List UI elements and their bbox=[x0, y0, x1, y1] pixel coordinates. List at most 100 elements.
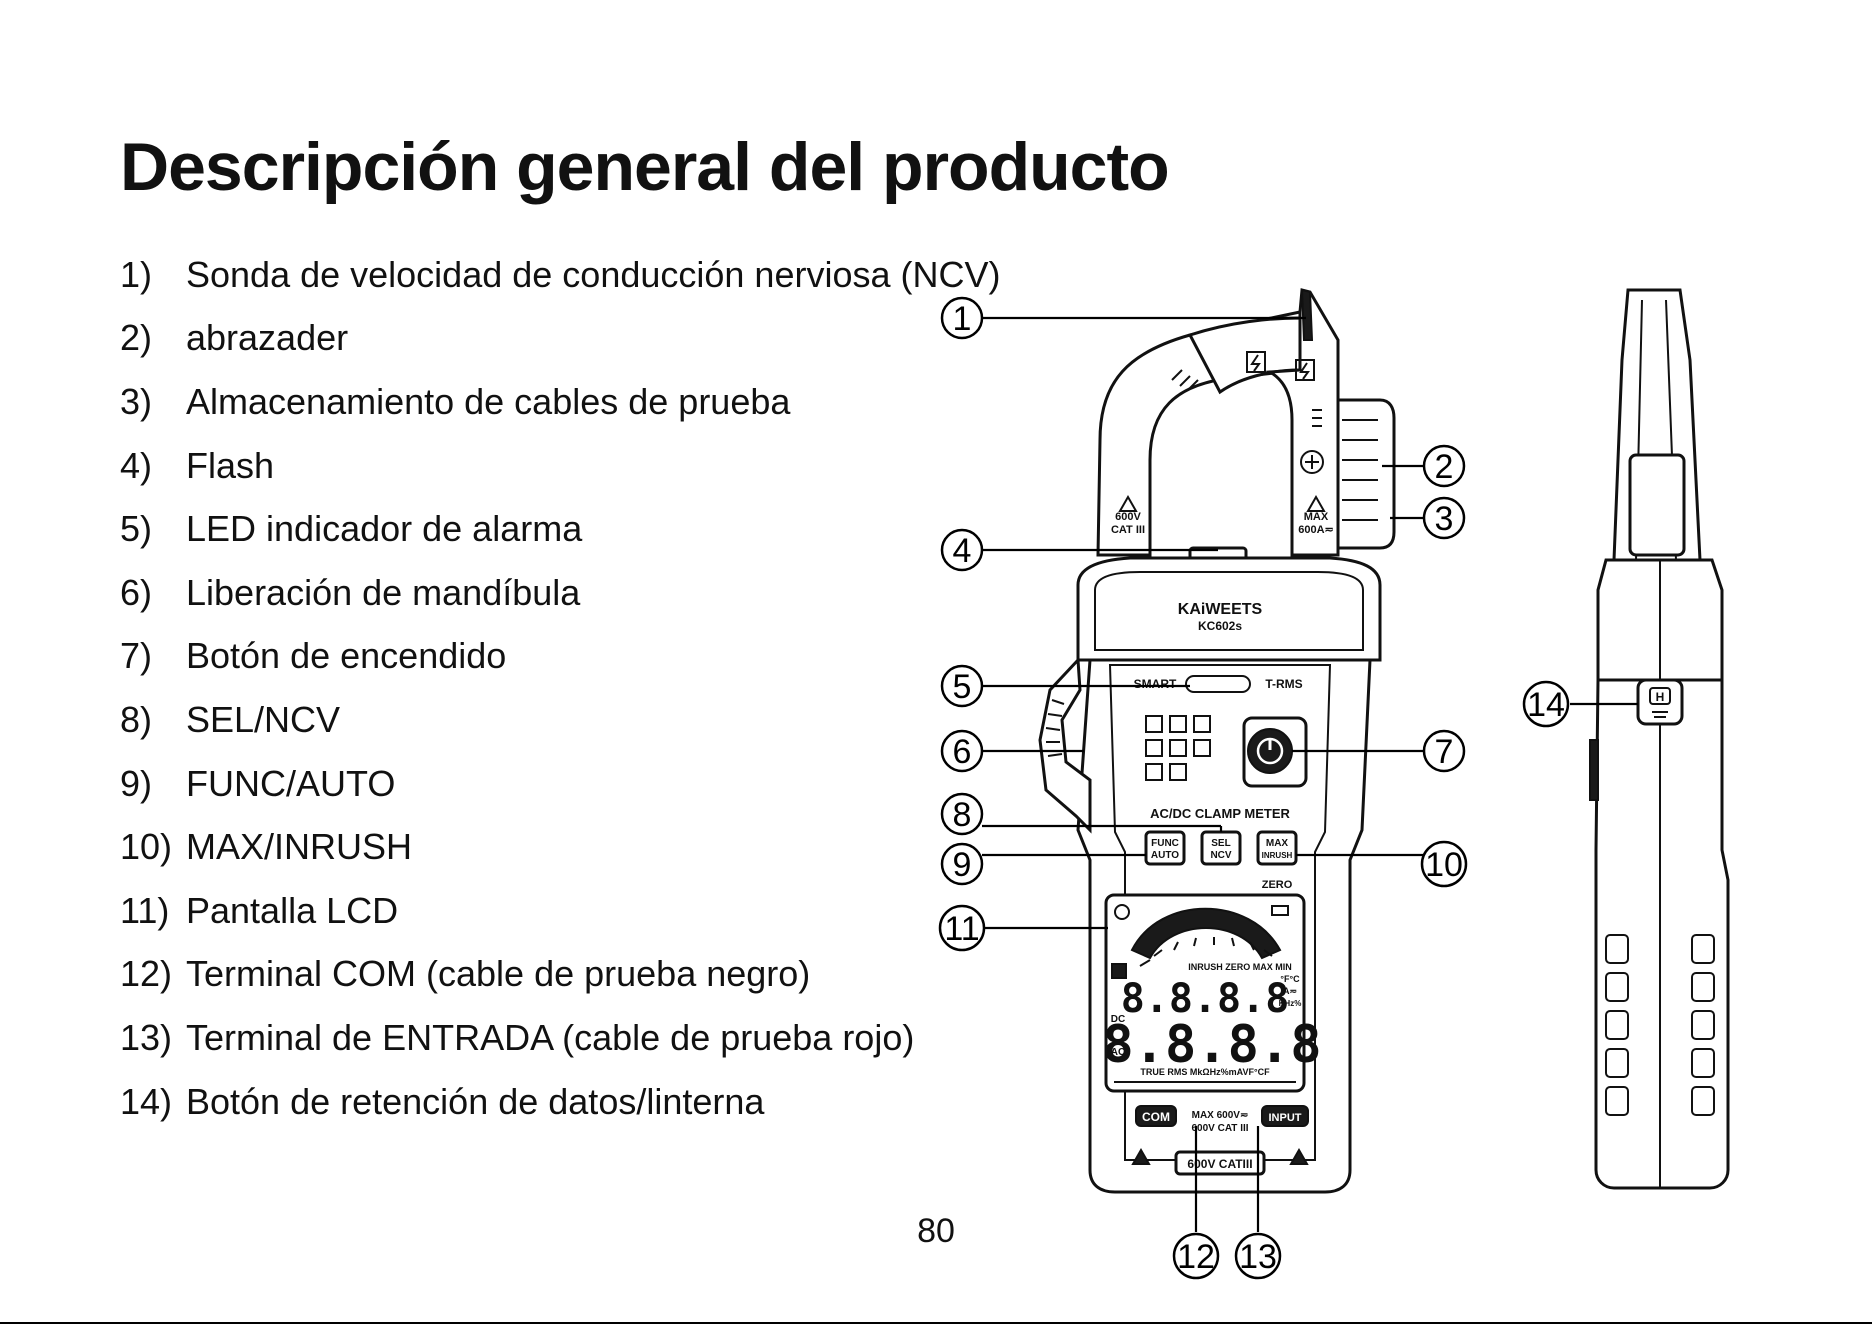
callout-10: 10 bbox=[1420, 840, 1468, 888]
callout-14: 14 bbox=[1522, 680, 1570, 728]
item-number: 10) bbox=[120, 826, 173, 868]
lcd-display: INRUSH ZERO MAX MIN 8.8.8.8 °F°C A≂ KHz%… bbox=[1102, 893, 1322, 1093]
clamp-meter-side: H bbox=[1589, 288, 1730, 1190]
lcd-secondary-digits: 8.8.8.8 bbox=[1102, 1015, 1321, 1075]
jaw-ridges bbox=[1171, 369, 1199, 391]
zero-label: ZERO bbox=[1262, 879, 1293, 891]
callout-7: 7 bbox=[1422, 729, 1466, 773]
item-label: Terminal de ENTRADA (cable de prueba roj… bbox=[186, 1016, 915, 1058]
callout-number: 1 bbox=[953, 300, 972, 338]
item-number: 11) bbox=[120, 889, 170, 931]
callout-number: 14 bbox=[1527, 686, 1565, 724]
item-label: Almacenamiento de cables de prueba bbox=[186, 380, 791, 422]
max-inrush-button[interactable]: MAX INRUSH bbox=[1256, 830, 1298, 866]
warning-icon bbox=[1131, 1147, 1151, 1165]
leader-lines bbox=[982, 316, 1638, 1232]
callout-number: 12 bbox=[1177, 1238, 1215, 1276]
inrush-label: INRUSH bbox=[1262, 851, 1293, 860]
callout-number: 9 bbox=[953, 846, 972, 884]
item-number: 3) bbox=[120, 380, 153, 422]
callout-number: 7 bbox=[1435, 733, 1454, 771]
callout-number: 3 bbox=[1435, 500, 1454, 538]
callout-number: 11 bbox=[944, 910, 979, 948]
item-number: 13) bbox=[120, 1016, 173, 1058]
callout-9: 9 bbox=[940, 842, 984, 886]
clamp-screw-icon bbox=[1300, 450, 1324, 474]
item-label: Botón de retención de datos/linterna bbox=[186, 1080, 765, 1122]
item-number: 5) bbox=[120, 508, 153, 550]
trms-label: T-RMS bbox=[1265, 677, 1302, 691]
base-rating: 600V CATIII bbox=[1187, 1157, 1252, 1171]
trigger-ridges bbox=[1045, 699, 1065, 757]
lcd-ac-flag: AC bbox=[1111, 1047, 1125, 1058]
battery-icon bbox=[1271, 905, 1289, 916]
brand-logo: KAiWEETS bbox=[1178, 601, 1263, 618]
side-trigger-edge bbox=[1589, 739, 1599, 801]
jaw-rating-left-cat: CAT III bbox=[1111, 524, 1145, 536]
callout-12: 12 bbox=[1172, 1232, 1220, 1280]
callout-number: 6 bbox=[953, 733, 972, 771]
lcd-function-arc bbox=[1130, 907, 1282, 960]
hold-flashlight-button[interactable]: H bbox=[1636, 678, 1684, 726]
auto-label: AUTO bbox=[1151, 850, 1179, 861]
callout-2: 2 bbox=[1422, 444, 1466, 488]
auto-power-off-icon bbox=[1114, 904, 1130, 920]
item-label: Liberación de mandíbula bbox=[186, 571, 581, 613]
lightning-icon bbox=[1246, 351, 1266, 373]
bottom-rule bbox=[0, 1322, 1872, 1324]
callout-1: 1 bbox=[940, 296, 984, 340]
callout-number: 5 bbox=[953, 668, 972, 706]
lightning-icon bbox=[1250, 354, 1261, 372]
meter-panel bbox=[1108, 664, 1332, 1161]
item-number: 8) bbox=[120, 698, 153, 740]
lcd-dc-flag: DC bbox=[1111, 1014, 1125, 1025]
callout-number: 13 bbox=[1239, 1238, 1277, 1276]
item-label: Pantalla LCD bbox=[186, 889, 399, 931]
alarm-led bbox=[1185, 675, 1251, 693]
list-item: 8) SEL/NCV bbox=[120, 688, 1000, 752]
item-label: FUNC/AUTO bbox=[186, 762, 396, 804]
meter-type-label: AC/DC CLAMP METER bbox=[1150, 806, 1290, 821]
function-icons bbox=[1145, 715, 1211, 781]
list-item: 12)Terminal COM (cable de prueba negro) bbox=[120, 943, 1000, 1007]
func-auto-button[interactable]: FUNC AUTO bbox=[1144, 830, 1186, 866]
item-label: LED indicador de alarma bbox=[186, 508, 583, 550]
jaw-rating-left: 600V bbox=[1115, 511, 1141, 523]
warning-icon bbox=[1118, 494, 1138, 512]
list-item: 10) MAX/INRUSH bbox=[120, 815, 1000, 879]
callout-number: 10 bbox=[1425, 846, 1463, 884]
sel-ncv-button[interactable]: SEL NCV bbox=[1200, 830, 1242, 866]
input-terminal[interactable]: INPUT bbox=[1261, 1105, 1309, 1127]
base-rating-plate bbox=[1174, 1150, 1266, 1176]
item-label: SEL/NCV bbox=[186, 698, 341, 740]
lcd-units-freq: KHz% bbox=[1279, 999, 1302, 1008]
item-number: 2) bbox=[120, 317, 153, 359]
sel-label: SEL bbox=[1211, 838, 1230, 849]
list-item: 2) abrazader bbox=[120, 307, 1000, 371]
item-number: 1) bbox=[120, 253, 153, 295]
item-label: Sonda de velocidad de conducción nervios… bbox=[186, 253, 1001, 295]
item-label: Botón de encendido bbox=[186, 635, 507, 677]
callout-5: 5 bbox=[940, 664, 984, 708]
terminal-cat-rating: 600V CAT III bbox=[1191, 1123, 1248, 1134]
callout-4: 4 bbox=[940, 528, 984, 572]
lcd-top-flags: INRUSH ZERO MAX MIN bbox=[1188, 962, 1292, 972]
input-label: INPUT bbox=[1269, 1112, 1302, 1124]
parts-list: 1) Sonda de velocidad de conducción nervi… bbox=[120, 243, 1000, 1133]
com-terminal[interactable]: COM bbox=[1135, 1105, 1177, 1127]
callout-6: 6 bbox=[940, 729, 984, 773]
page-title: Descripción general del producto bbox=[120, 129, 1170, 205]
lcd-primary-digits: 8.8.8.8 bbox=[1121, 976, 1290, 1022]
list-item: 5) LED indicador de alarma bbox=[120, 497, 1000, 561]
power-button[interactable] bbox=[1247, 728, 1293, 774]
list-item: 1) Sonda de velocidad de conducción nervi… bbox=[120, 243, 1000, 307]
jaw-right bbox=[1264, 288, 1340, 557]
list-item: 11) Pantalla LCD bbox=[120, 879, 1000, 943]
lcd-units-amps: A≂ bbox=[1283, 986, 1297, 996]
callout-8: 8 bbox=[940, 792, 984, 836]
jaw-release-trigger bbox=[1038, 656, 1092, 834]
callout-number: 4 bbox=[953, 532, 972, 570]
item-label: MAX/INRUSH bbox=[186, 826, 413, 868]
item-number: 12) bbox=[120, 953, 173, 995]
item-label: abrazader bbox=[186, 317, 349, 359]
